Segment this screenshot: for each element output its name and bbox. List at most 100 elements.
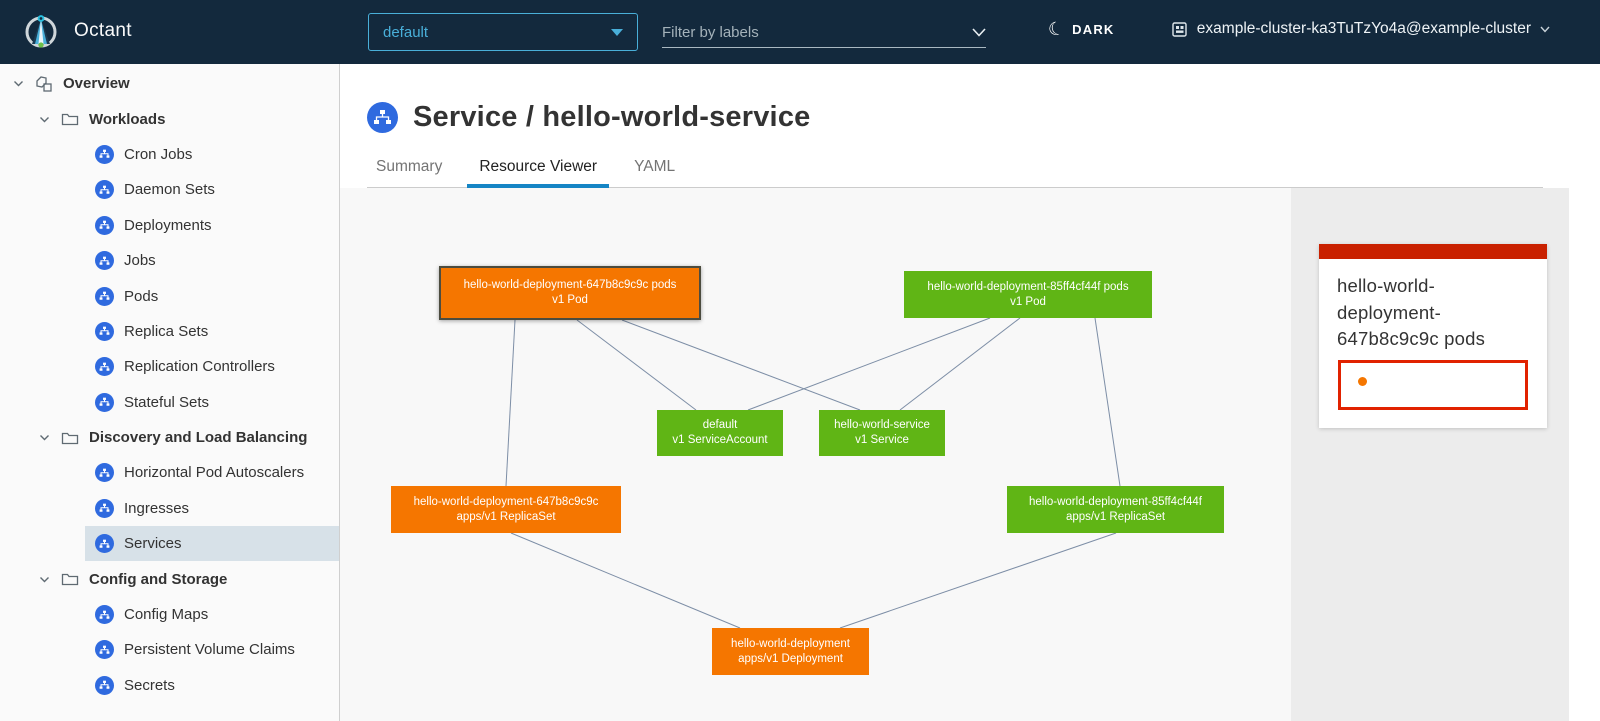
sidebar-item-horizontal-pod-autoscalers[interactable]: Horizontal Pod Autoscalers	[85, 455, 339, 490]
service-icon	[367, 102, 398, 133]
folder-icon	[61, 430, 79, 446]
card-status-strip	[1319, 244, 1547, 259]
main-content: Service / hello-world-service Summary Re…	[340, 64, 1600, 721]
sidebar-icon-replica-sets-icon	[95, 321, 114, 341]
label-filter-input[interactable]: Filter by labels	[662, 18, 986, 48]
chevron-down-icon[interactable]	[38, 113, 51, 126]
brand: Octant	[22, 12, 132, 50]
node-title: hello-world-deployment-647b8c9c9c pods	[463, 279, 677, 291]
sidebar-item-daemon-sets[interactable]: Daemon Sets	[85, 172, 339, 207]
sidebar-icon-cron-jobs-icon	[95, 144, 114, 164]
node-title: hello-world-deployment-85ff4cf44f	[1028, 495, 1203, 508]
sidebar-item-label: Services	[124, 535, 182, 553]
applications-icon	[35, 75, 53, 93]
folder-icon	[61, 111, 79, 127]
sidebar-item-label: Secrets	[124, 676, 175, 694]
graph-edges	[505, 317, 1121, 629]
sidebar-item-label: Replication Controllers	[124, 358, 275, 376]
sidebar-item-label: Workloads	[89, 110, 166, 128]
sidebar-item-ingresses[interactable]: Ingresses	[85, 491, 339, 526]
sidebar-item-config-and-storage[interactable]: Config and Storage	[0, 561, 339, 596]
node-replicaset-85ff4cf44f[interactable]: hello-world-deployment-85ff4cf44f apps/v1…	[1007, 486, 1224, 533]
status-box	[1338, 359, 1528, 410]
node-kind: v1 Pod	[552, 294, 588, 306]
dark-theme-toggle[interactable]: ☾ DARK	[1045, 17, 1115, 41]
node-kind: v1 ServiceAccount	[672, 434, 768, 446]
sidebar-item-overview[interactable]: Overview	[0, 66, 339, 101]
label-filter-placeholder: Filter by labels	[662, 24, 759, 41]
sidebar-item-jobs[interactable]: Jobs	[85, 243, 339, 278]
page-title: Service / hello-world-service	[413, 101, 811, 133]
sidebar-icon-config-maps-icon	[95, 605, 114, 625]
node-pod-85ff4cf44f[interactable]: hello-world-deployment-85ff4cf44f pods v1…	[904, 271, 1152, 318]
sidebar-item-label: Replica Sets	[124, 322, 209, 340]
chevron-down-icon[interactable]	[38, 573, 51, 586]
sidebar-item-pods[interactable]: Pods	[85, 278, 339, 313]
sidebar-item-label: Pods	[124, 287, 159, 305]
node-service-hello-world-service[interactable]: hello-world-service v1 Service	[819, 410, 945, 456]
sidebar-item-replica-sets[interactable]: Replica Sets	[85, 314, 339, 349]
sidebar-icon-services-icon	[95, 534, 114, 554]
sidebar-icon-replication-controllers-icon	[95, 357, 114, 377]
sidebar-item-label: Stateful Sets	[124, 393, 210, 411]
tab-yaml[interactable]: YAML	[634, 158, 676, 175]
sidebar-item-cron-jobs[interactable]: Cron Jobs	[85, 137, 339, 172]
moon-icon: ☾	[1045, 17, 1067, 41]
detail-panel: hello-world-deployment-647b8c9c9c pods	[1291, 188, 1569, 721]
resource-graph-canvas[interactable]: hello-world-deployment-647b8c9c9c pods v1…	[340, 188, 1291, 721]
chevron-down-icon[interactable]	[38, 431, 51, 444]
node-title: default	[702, 419, 738, 431]
status-dot-icon	[1358, 376, 1367, 386]
namespace-dropdown[interactable]: default	[368, 13, 638, 51]
sidebar-icon-jobs-icon	[95, 251, 114, 271]
node-kind: v1 Service	[855, 434, 909, 446]
selected-node-title: hello-world-deployment-647b8c9c9c pods	[1337, 275, 1486, 349]
sidebar-item-label: Horizontal Pod Autoscalers	[124, 464, 305, 482]
sidebar-item-deployments[interactable]: Deployments	[85, 208, 339, 243]
node-title: hello-world-deployment-85ff4cf44f pods	[927, 280, 1129, 293]
sidebar-item-workloads[interactable]: Workloads	[0, 101, 339, 136]
node-title: hello-world-service	[834, 419, 930, 431]
node-kind: apps/v1 Deployment	[738, 652, 843, 665]
sidebar-icon-ingresses-icon	[95, 498, 114, 518]
dropdown-caret-icon	[611, 28, 623, 36]
tab-bar: Summary Resource Viewer YAML	[367, 152, 1543, 188]
sidebar-item-label: Discovery and Load Balancing	[89, 429, 308, 447]
sidebar-item-discovery-and-load-balancing[interactable]: Discovery and Load Balancing	[0, 420, 339, 455]
sidebar-item-label: Deployments	[124, 216, 212, 234]
node-pod-647b8c9c9c[interactable]: hello-world-deployment-647b8c9c9c pods v1…	[439, 266, 701, 320]
node-title: hello-world-deployment-647b8c9c9c	[413, 495, 599, 508]
sidebar-item-replication-controllers[interactable]: Replication Controllers	[85, 349, 339, 384]
cluster-name: example-cluster-ka3TuTzYo4a@example-clus…	[1196, 20, 1531, 37]
cluster-chevron-icon	[1540, 26, 1550, 33]
sidebar-item-label: Config Maps	[124, 606, 209, 624]
chevron-down-icon[interactable]	[972, 28, 986, 37]
sidebar-item-services[interactable]: Services	[85, 526, 339, 562]
folder-icon	[61, 571, 79, 587]
cluster-selector[interactable]: example-cluster-ka3TuTzYo4a@example-clus…	[1171, 20, 1550, 38]
sidebar-item-config-maps[interactable]: Config Maps	[85, 597, 339, 632]
sidebar-item-label: Ingresses	[124, 499, 190, 517]
tab-summary[interactable]: Summary	[376, 158, 443, 175]
sidebar-item-persistent-volume-claims[interactable]: Persistent Volume Claims	[85, 632, 339, 667]
node-serviceaccount-default[interactable]: default v1 ServiceAccount	[657, 410, 783, 456]
sidebar-item-label: Config and Storage	[89, 570, 228, 588]
theme-label: DARK	[1072, 21, 1115, 37]
sidebar-item-label: Daemon Sets	[124, 181, 215, 199]
node-kind: v1 Pod	[1010, 295, 1046, 308]
brand-title: Octant	[74, 20, 132, 41]
sidebar-icon-daemon-sets-icon	[95, 180, 114, 200]
chevron-down-icon[interactable]	[12, 77, 25, 90]
page-title-row: Service / hello-world-service	[340, 64, 1600, 134]
cluster-icon	[1171, 21, 1188, 38]
sidebar-item-stateful-sets[interactable]: Stateful Sets	[85, 385, 339, 420]
sidebar-icon-horizontal-pod-autoscalers-icon	[95, 463, 114, 483]
sidebar-icon-persistent-volume-claims-icon	[95, 640, 114, 660]
sidebar-icon-stateful-sets-icon	[95, 392, 114, 412]
sidebar-icon-deployments-icon	[95, 215, 114, 235]
node-kind: apps/v1 ReplicaSet	[1065, 510, 1166, 523]
sidebar-item-secrets[interactable]: Secrets	[85, 668, 339, 703]
tab-resource-viewer[interactable]: Resource Viewer	[467, 152, 609, 188]
